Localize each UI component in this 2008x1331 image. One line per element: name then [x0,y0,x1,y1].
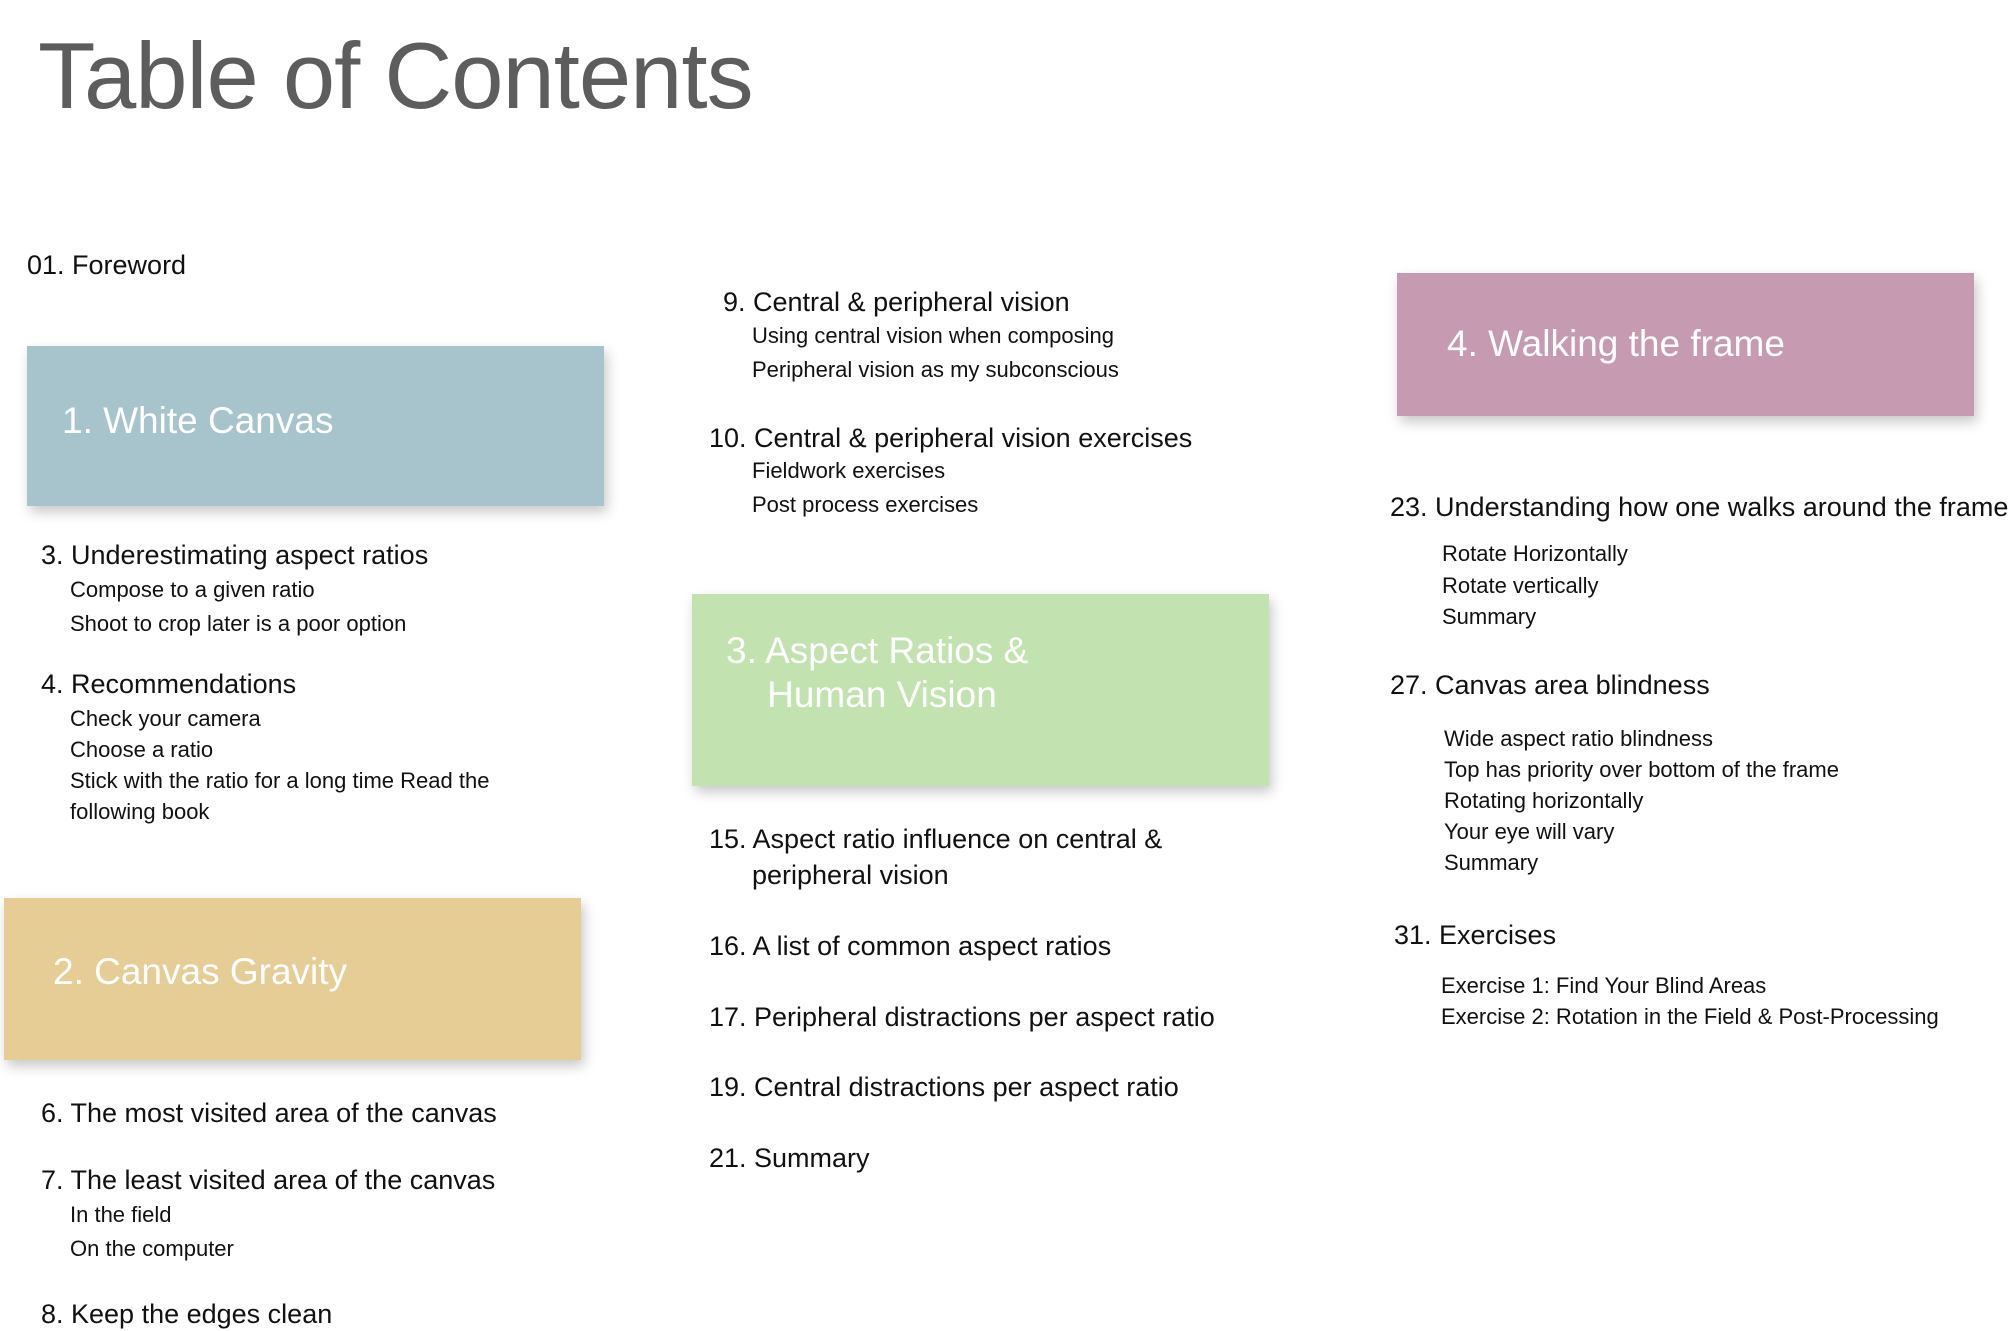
section-card-canvas-gravity[interactable]: 2. Canvas Gravity [4,898,581,1060]
toc-subitem[interactable]: On the computer [70,1236,234,1261]
section-title: 3. Aspect Ratios & Human Vision [726,630,1029,715]
toc-subitem[interactable]: Using central vision when composing [752,323,1114,348]
toc-chapter-23[interactable]: 23. Understanding how one walks around t… [1390,492,2008,522]
section-card-aspect-ratios[interactable]: 3. Aspect Ratios & Human Vision [692,594,1269,786]
section-title: 1. White Canvas [62,400,334,441]
section-title: 2. Canvas Gravity [53,951,348,992]
toc-chapter-15-continued[interactable]: peripheral vision [752,860,949,890]
toc-subitem[interactable]: Shoot to crop later is a poor option [70,611,407,636]
page-title: Table of Contents [38,23,754,128]
toc-subitem[interactable]: Rotating horizontally [1444,788,1644,813]
toc-subitem[interactable]: Top has priority over bottom of the fram… [1444,757,1839,782]
toc-subitem[interactable]: Rotate Horizontally [1442,541,1628,566]
toc-subitem[interactable]: Post process exercises [752,492,979,517]
toc-subitem[interactable]: Compose to a given ratio [70,577,315,602]
toc-subitem[interactable]: Rotate vertically [1442,573,1599,598]
toc-subitem[interactable]: Exercise 2: Rotation in the Field & Post… [1441,1004,1939,1029]
toc-chapter-17[interactable]: 17. Peripheral distractions per aspect r… [709,1002,1215,1032]
toc-subitem[interactable]: Exercise 1: Find Your Blind Areas [1441,973,1767,998]
toc-chapter-15[interactable]: 15. Aspect ratio influence on central & [709,824,1163,854]
toc-subitem[interactable]: Your eye will vary [1444,819,1615,844]
toc-subitem[interactable]: Summary [1442,604,1537,629]
section-card-walking-frame[interactable]: 4. Walking the frame [1397,273,1974,416]
toc-chapter-3[interactable]: 3. Underestimating aspect ratios [41,540,429,570]
toc-chapter-9[interactable]: 9. Central & peripheral vision [723,287,1070,317]
toc-subitem[interactable]: following book [70,799,210,824]
toc-chapter-10[interactable]: 10. Central & peripheral vision exercise… [709,423,1193,453]
toc-chapter-7[interactable]: 7. The least visited area of the canvas [41,1165,496,1195]
toc-subitem[interactable]: Wide aspect ratio blindness [1444,726,1714,751]
toc-chapter-21[interactable]: 21. Summary [709,1143,870,1173]
toc-chapter-31[interactable]: 31. Exercises [1394,920,1557,950]
toc-chapter-16[interactable]: 16. A list of common aspect ratios [709,931,1112,961]
toc-chapter-6[interactable]: 6. The most visited area of the canvas [41,1098,497,1128]
section-card-white-canvas[interactable]: 1. White Canvas [27,346,604,506]
toc-subitem[interactable]: Stick with the ratio for a long time Rea… [70,768,490,793]
section-title: 4. Walking the frame [1447,323,1785,364]
toc-subitem[interactable]: Peripheral vision as my subconscious [752,357,1119,382]
toc-chapter-8[interactable]: 8. Keep the edges clean [41,1299,333,1329]
toc-subitem[interactable]: In the field [70,1202,172,1227]
toc-chapter-4[interactable]: 4. Recommendations [41,669,297,699]
toc-subitem[interactable]: Choose a ratio [70,737,214,762]
toc-chapter-19[interactable]: 19. Central distractions per aspect rati… [709,1072,1179,1102]
toc-subitem[interactable]: Fieldwork exercises [752,458,946,483]
toc-entry-foreword[interactable]: 01. Foreword [27,250,187,280]
toc-subitem[interactable]: Summary [1444,850,1539,875]
toc-chapter-27[interactable]: 27. Canvas area blindness [1390,670,1710,700]
toc-subitem[interactable]: Check your camera [70,706,261,731]
